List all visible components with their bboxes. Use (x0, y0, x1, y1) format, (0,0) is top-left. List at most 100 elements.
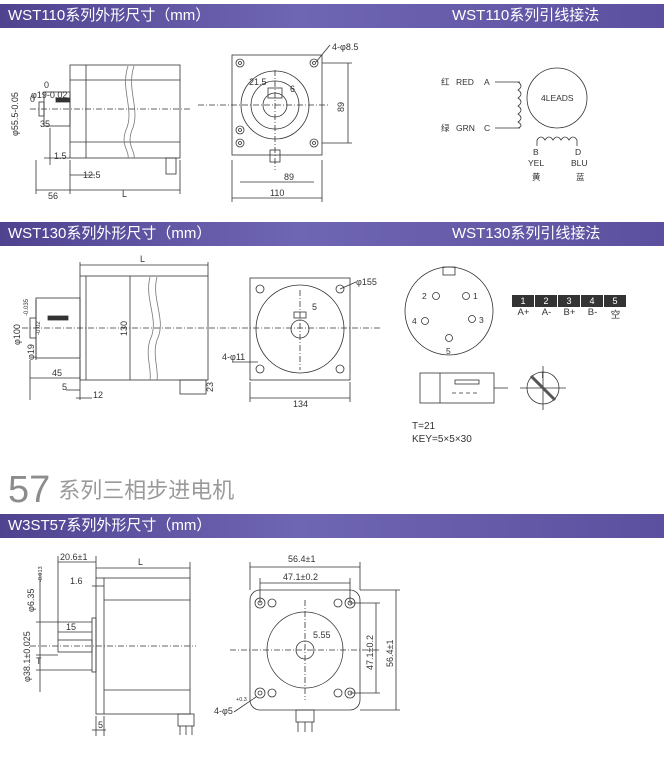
dim-130-shaft: φ19 (26, 344, 36, 360)
dim-57-holes-tol: +0.3 (236, 697, 247, 703)
dim-110-holes: 4-φ8.5 (332, 42, 358, 52)
key-spec: T=21 KEY=5×5×30 (412, 420, 472, 446)
key-t-value: T=21 (412, 421, 436, 432)
pin-number: 2 (535, 295, 557, 307)
wire-4leads: 4LEADS (541, 93, 574, 103)
wire-grn: GRN (456, 123, 475, 133)
pin-3-label: 3 (479, 315, 484, 325)
dim-130-pilot: φ100 (12, 324, 22, 345)
series-number: 57 (8, 469, 51, 511)
dim-57-5-55: 5.55 (313, 630, 331, 640)
section-title-wiring-130: WST130系列引线接法 (452, 225, 601, 242)
dim-110-21-5: 21.5 (249, 77, 267, 87)
dim-110-h89: 89 (336, 102, 346, 112)
wst130-side-view (22, 262, 380, 400)
wst110-front-view (198, 44, 352, 202)
pin-phase: B- (587, 307, 598, 318)
dim-57-h56-4: 56.4±1 (385, 640, 395, 667)
w3st57-side-view (30, 556, 196, 736)
pin-table-phases: A+ A- B+ B- 空 (512, 307, 627, 321)
series-title: 系列三相步进电机 (58, 478, 235, 503)
dim-110-6: 6 (290, 84, 295, 94)
dim-110-len56: 56 (48, 191, 58, 201)
pin-phase: A+ (517, 307, 530, 318)
series-57-heading: 57 系列三相步进电机 (8, 468, 234, 513)
dim-57-5: 5 (98, 720, 103, 730)
dim-57-w56-4: 56.4±1 (288, 554, 315, 564)
pin-number: 5 (604, 295, 626, 307)
pin-phase: A- (541, 307, 552, 318)
dim-130-130: 130 (119, 321, 129, 336)
section-title-dimensions-130: WST130系列外形尺寸（mm） (8, 225, 212, 242)
dim-57-shaft: φ6.35 (26, 589, 36, 612)
dim-57-shaft-tol: -0.013 (38, 566, 44, 582)
pin-phase: 空 (610, 310, 621, 321)
dim-57-T: T (36, 656, 42, 666)
dim-110-12-5: 12.5 (83, 170, 101, 180)
dim-110-pilot-tol: 0 (30, 94, 35, 104)
w3st57-front-view (230, 562, 400, 732)
dim-57-holes: 4-φ5 (214, 706, 233, 716)
wire-yel-cn: 黄 (532, 172, 541, 182)
section-title-dimensions-110: WST110系列外形尺寸（mm） (8, 7, 211, 24)
wire-red: RED (456, 77, 474, 87)
pin-1-label: 1 (473, 291, 478, 301)
section-title-wiring-110: WST110系列引线接法 (452, 7, 600, 24)
dim-110-shaft: φ19-0.02 (31, 90, 67, 100)
pin-table-header: 1 2 3 4 5 (512, 295, 627, 307)
dim-130-5: 5 (62, 382, 67, 392)
dim-130-holes: 4-φ11 (222, 352, 245, 362)
wst130-front-view (232, 277, 357, 402)
dim-110-step: 1.5 (54, 151, 67, 161)
section-header-wst130: WST130系列外形尺寸（mm） WST130系列引线接法 (0, 222, 664, 246)
dim-130-23: 23 (205, 382, 215, 392)
wire-yel: YEL (528, 158, 544, 168)
dim-57-h47-1: 47.1±0.2 (365, 635, 375, 670)
dim-57-15: 15 (66, 622, 76, 632)
dim-130-L: L (140, 254, 145, 264)
dim-57-20-6: 20.6±1 (60, 552, 87, 562)
wire-a: A (484, 77, 490, 87)
wire-d: D (575, 147, 581, 157)
section-header-w3st57: W3ST57系列外形尺寸（mm） (0, 514, 664, 538)
dim-110-w89: 89 (284, 172, 294, 182)
pin-4-label: 4 (412, 316, 417, 326)
key-size: KEY=5×5×30 (412, 434, 472, 445)
pin-phase: B+ (563, 307, 576, 318)
dim-57-w47-1: 47.1±0.2 (283, 572, 318, 582)
pin-number: 4 (581, 295, 603, 307)
dim-130-shaft-tol: -0.02 (36, 321, 42, 335)
dim-110-L: L (122, 189, 127, 199)
wire-blu: BLU (571, 158, 588, 168)
wire-c: C (484, 123, 490, 133)
dim-130-12: 12 (93, 390, 103, 400)
dim-130-key5: 5 (312, 302, 317, 312)
wst130-connector (404, 266, 566, 410)
dim-57-pilot: φ38.1±0.025 (22, 631, 32, 682)
dim-130-w134: 134 (293, 399, 308, 409)
wire-b: B (533, 147, 539, 157)
pin-number: 3 (558, 295, 580, 307)
section-title-dimensions-57: W3ST57系列外形尺寸（mm） (8, 517, 212, 534)
dim-130-45: 45 (52, 368, 62, 378)
pin-5-label: 5 (446, 346, 451, 356)
dim-57-1-6: 1.6 (70, 576, 83, 586)
dim-110-key: 35 (40, 119, 50, 129)
wire-grn-cn: 绿 (441, 123, 450, 133)
dim-110-pilot: φ55.5-0.05 (10, 92, 20, 136)
wst130-pin-table: 1 2 3 4 5 A+ A- B+ B- 空 (512, 295, 627, 321)
dim-110-shaft-tol: 0 (44, 80, 49, 90)
dim-130-pilot-tol: -0.035 (24, 298, 30, 316)
dim-57-L: L (138, 557, 143, 567)
wst110-side-view (30, 64, 190, 194)
wst110-wiring (495, 67, 588, 146)
wire-red-cn: 红 (441, 77, 450, 87)
pin-2-label: 2 (422, 291, 427, 301)
pin-number: 1 (512, 295, 534, 307)
section-header-wst110: WST110系列外形尺寸（mm） WST110系列引线接法 (0, 4, 664, 28)
dim-110-w110: 110 (270, 188, 284, 198)
key-t-label: T (540, 370, 545, 380)
dim-130-bolt: φ155 (356, 277, 377, 287)
wire-blu-cn: 蓝 (576, 172, 585, 182)
